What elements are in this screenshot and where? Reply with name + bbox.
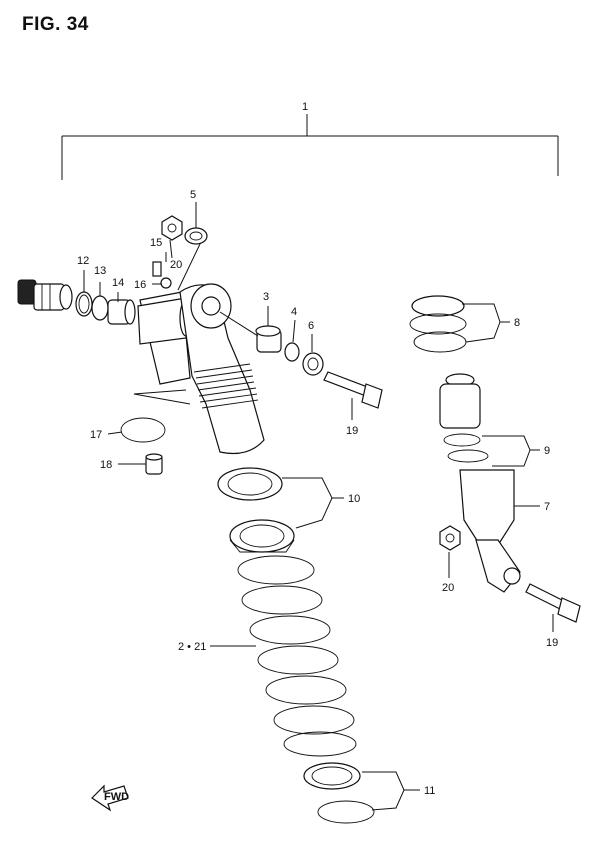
bleeder-screw-15 [152, 261, 162, 277]
callout-9: 9 [544, 445, 550, 457]
adjuster-knob [17, 279, 73, 311]
bump-rubber-9 [439, 373, 489, 463]
o-ring-12 [75, 291, 93, 317]
leader-body-bushing [219, 311, 259, 337]
bolt-19-top [323, 371, 383, 409]
coil-spring-2-21 [237, 555, 357, 757]
callout-18: 18 [100, 459, 112, 471]
callout-7: 7 [544, 501, 550, 513]
callout-19-top: 19 [346, 425, 358, 437]
leader-5-body [177, 243, 201, 291]
callout-13: 13 [94, 265, 106, 277]
rod-end-7 [459, 469, 521, 593]
spring-adjuster-10 [217, 467, 295, 553]
callout-14: 14 [112, 277, 124, 289]
assembly-bracket [61, 114, 559, 180]
callout-12: 12 [77, 255, 89, 267]
fwd-arrow-icon: FWD [91, 784, 129, 812]
callout-labels: 1 5 15 20 12 13 14 16 3 4 6 19 17 18 10 … [77, 101, 558, 797]
washer-6 [302, 352, 324, 376]
collar-5 [184, 227, 208, 245]
callout-11: 11 [424, 785, 435, 797]
bolt-19-bottom [525, 583, 581, 623]
callout-6: 6 [308, 320, 314, 332]
shock-body [179, 283, 265, 455]
bushing-3 [255, 325, 282, 353]
callout-20-top: 20 [170, 259, 182, 271]
callout-15: 15 [150, 237, 162, 249]
cap-16 [160, 277, 172, 289]
spring-stopper-8 [409, 295, 467, 353]
fwd-label: FWD [104, 791, 129, 803]
callout-3: 3 [263, 291, 269, 303]
callout-leaders [83, 202, 554, 811]
washer-13 [91, 295, 109, 321]
callout-4: 4 [291, 306, 297, 318]
callout-19-bottom: 19 [546, 637, 558, 649]
callout-10: 10 [348, 493, 360, 505]
callout-16: 16 [134, 279, 146, 291]
callout-5: 5 [190, 189, 196, 201]
callout-17: 17 [90, 429, 102, 441]
figure-title: FIG. 34 [22, 14, 89, 35]
nut-20-top [161, 215, 183, 241]
callout-2-21: 2 • 21 [178, 641, 206, 653]
seal-4 [284, 342, 300, 362]
callout-1: 1 [302, 101, 308, 113]
bladder-17 [120, 389, 191, 443]
nut-20-bottom [439, 525, 461, 551]
cap-18 [145, 453, 163, 475]
callout-8: 8 [514, 317, 520, 329]
plug-14 [107, 299, 136, 325]
callout-20-bottom: 20 [442, 582, 454, 594]
spring-seat-11 [303, 762, 375, 824]
body-threads [193, 363, 259, 409]
